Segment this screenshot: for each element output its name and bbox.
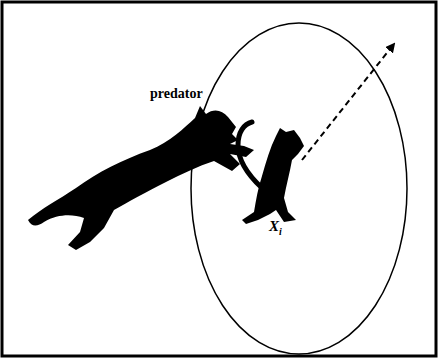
figure-label: predator: [150, 86, 203, 102]
monkey-silhouette: [242, 128, 304, 224]
variable-symbol: X: [269, 218, 279, 234]
variable-label: Xi: [269, 218, 282, 237]
monkey-tail: [238, 122, 262, 188]
frame-border: [2, 2, 436, 356]
movement-arrow: [302, 44, 394, 160]
variable-subscript: i: [279, 226, 282, 237]
predator-silhouette: [28, 106, 254, 250]
perception-circle: Xi: [190, 22, 408, 355]
circle-outline: [190, 22, 408, 355]
